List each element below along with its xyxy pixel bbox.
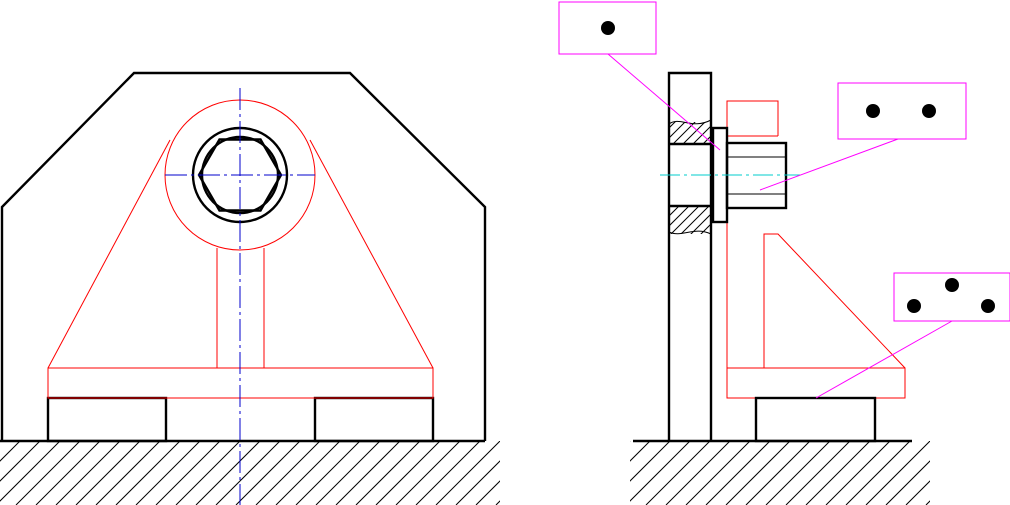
hatch-line: [556, 441, 620, 505]
hatch-line: [155, 441, 221, 505]
hatch-line: [0, 441, 61, 502]
section-hatch-line: [692, 125, 711, 144]
label-box-two-dots: [837, 82, 967, 140]
hatch-line: [0, 441, 41, 482]
hatch-line: [35, 441, 101, 505]
label-dot: [981, 299, 995, 313]
hatch-line: [455, 460, 500, 505]
hatch-line: [825, 441, 891, 505]
section-hatch-line: [669, 206, 690, 227]
side-break-line-bottom: [668, 230, 712, 235]
hatch-line: [495, 500, 500, 505]
label-dot: [922, 104, 936, 118]
hatch-line: [630, 441, 651, 462]
section-hatch-line: [700, 223, 711, 234]
hatch-line: [395, 441, 461, 505]
side-wall-plate: [667, 71, 713, 441]
hatch-line: [415, 441, 481, 505]
front-housing-outline: [0, 71, 487, 441]
label-box-one-dot: [558, 1, 657, 55]
hatch-line: [255, 441, 321, 505]
hatch-line: [645, 441, 711, 505]
section-hatch-line: [669, 206, 680, 217]
side-foot: [754, 396, 877, 443]
hatch-line: [685, 441, 751, 505]
hatch-line: [925, 500, 930, 505]
hatch-line: [335, 441, 401, 505]
hatch-line: [235, 441, 301, 505]
hatch-line: [175, 441, 241, 505]
front-ground-hatching: [0, 441, 620, 505]
side-section-hatching-top: [643, 118, 759, 144]
side-break-line-top: [668, 119, 712, 125]
hatch-line: [885, 460, 930, 505]
hatch-line: [475, 480, 500, 505]
side-ground-hatching: [630, 441, 1010, 505]
hatch-line: [295, 441, 361, 505]
section-hatch-line: [680, 206, 710, 234]
hatch-line: [966, 441, 1010, 505]
hatch-line: [315, 441, 381, 505]
hatch-line: [630, 441, 631, 442]
hatch-line: [275, 441, 341, 505]
section-hatch-line: [672, 122, 696, 144]
hatch-line: [375, 441, 441, 505]
section-hatch-line: [669, 122, 676, 129]
hatch-line: [785, 441, 851, 505]
hatch-line: [195, 441, 261, 505]
side-view: [558, 1, 1010, 505]
section-hatch-line: [733, 118, 759, 144]
section-hatch-line: [643, 118, 669, 144]
front-left-foot: [46, 396, 168, 443]
label-dot: [601, 21, 615, 35]
hatch-line: [630, 441, 671, 482]
hatch-line: [95, 441, 161, 505]
label-dot: [945, 278, 959, 292]
hatch-line: [516, 441, 580, 505]
hatch-line: [55, 441, 121, 505]
section-hatch-line: [669, 206, 670, 207]
section-hatch-line: [670, 206, 700, 234]
hatch-line: [905, 480, 930, 505]
hatch-line: [665, 441, 731, 505]
section-hatch-line: [739, 206, 769, 236]
side-bracket-red: [726, 100, 906, 399]
leader-line-three-dots: [815, 320, 953, 399]
front-view: [0, 71, 620, 505]
section-hatch-line: [729, 206, 759, 236]
label-dot: [907, 299, 921, 313]
hatch-line: [435, 441, 500, 505]
leader-line-one-dot: [607, 53, 721, 151]
hatch-line: [0, 441, 21, 462]
label-dot: [866, 104, 880, 118]
hatch-line: [15, 441, 81, 505]
hatch-line: [75, 441, 141, 505]
leader-line-two-dots: [759, 138, 899, 191]
hatch-line: [705, 441, 771, 505]
hatch-line: [765, 441, 831, 505]
front-right-foot: [313, 396, 435, 443]
hatch-line: [805, 441, 871, 505]
hatch-line: [355, 441, 421, 505]
hatch-line: [946, 441, 1010, 505]
hatch-line: [536, 441, 600, 505]
hatch-line: [725, 441, 791, 505]
hatch-line: [115, 441, 181, 505]
hatch-line: [745, 441, 811, 505]
hatch-line: [986, 441, 1010, 505]
hatch-line: [135, 441, 201, 505]
hatch-line: [630, 441, 691, 502]
hatch-line: [845, 441, 911, 505]
hatch-line: [215, 441, 281, 505]
hatch-line: [865, 441, 930, 505]
